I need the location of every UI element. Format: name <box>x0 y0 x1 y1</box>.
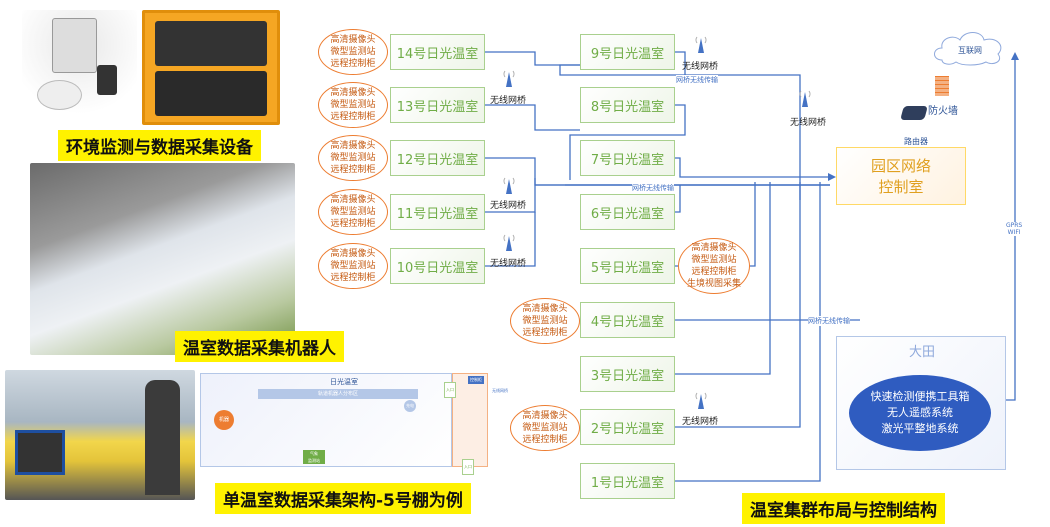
schema-title: 日光温室 <box>330 378 358 386</box>
antenna-icon <box>695 392 707 409</box>
schema-dock: 充电 <box>404 400 416 412</box>
operator-photo <box>5 370 195 500</box>
schema-cabinet: 控制柜 <box>468 376 484 384</box>
greenhouse-4[interactable]: 4号日光温室 <box>580 302 675 338</box>
schema-rail: 轨道机器人分布区 <box>258 389 418 399</box>
bridge-label: 无线网桥 <box>682 62 719 72</box>
greenhouse-5[interactable]: 5号日光温室 <box>580 248 675 284</box>
equipment-ellipse: 高清摄像头微型监测站远程控制柜 <box>318 135 388 181</box>
schema-station: 气象监测站 <box>303 450 325 464</box>
robot-caption: 温室数据采集机器人 <box>175 331 344 362</box>
greenhouse-3[interactable]: 3号日光温室 <box>580 356 675 392</box>
equipment-ellipse: 高清摄像头微型监测站远程控制柜 <box>318 29 388 75</box>
internet-label: 互联网 <box>958 46 982 55</box>
greenhouse-11[interactable]: 11号日光温室 <box>390 194 485 230</box>
equipment-ellipse: 高清摄像头微型监测站远程控制柜 <box>318 189 388 235</box>
greenhouse-8[interactable]: 8号日光温室 <box>580 87 675 123</box>
greenhouse-6[interactable]: 6号日光温室 <box>580 194 675 230</box>
single-greenhouse-schema: 日光温室 轨道机器人分布区 充电 机器 气象监测站 入口 入口 控制柜 无线网桥 <box>200 373 508 475</box>
greenhouse-14[interactable]: 14号日光温室 <box>390 34 485 70</box>
schema-entrance-2: 入口 <box>462 459 474 475</box>
antenna-icon <box>503 70 515 87</box>
greenhouse-2[interactable]: 2号日光温室 <box>580 409 675 445</box>
single-caption: 单温室数据采集架构-5号棚为例 <box>215 483 471 514</box>
equipment-ellipse-2: 高清摄像头微型监测站远程控制柜 <box>510 405 580 451</box>
devices-caption: 环境监测与数据采集设备 <box>58 130 261 161</box>
greenhouse-13[interactable]: 13号日光温室 <box>390 87 485 123</box>
router-label: 路由器 <box>904 137 928 146</box>
greenhouse-10[interactable]: 10号日光温室 <box>390 248 485 284</box>
schema-bridge: 无线网桥 <box>492 388 508 393</box>
equipment-ellipse: 高清摄像头微型监测站远程控制柜 <box>318 243 388 289</box>
greenhouse-1[interactable]: 1号日光温室 <box>580 463 675 499</box>
bridge-label: 无线网桥 <box>490 201 527 211</box>
monitoring-device-photo <box>22 10 137 125</box>
firewall-icon <box>935 76 949 96</box>
schema-entrance-1: 入口 <box>444 382 456 398</box>
bridge-label: 无线网桥 <box>490 96 527 106</box>
transfer-label: 网桥无线传输 <box>808 316 850 326</box>
greenhouse-robot-photo <box>30 163 295 355</box>
antenna-icon <box>799 90 811 107</box>
equipment-ellipse-4: 高清摄像头微型监测站远程控制柜 <box>510 298 580 344</box>
equipment-ellipse-5: 高清摄像头微型监测站远程控制柜生境视图采集 <box>678 238 750 294</box>
schema-machine: 机器 <box>214 410 234 430</box>
greenhouse-12[interactable]: 12号日光温室 <box>390 140 485 176</box>
equipment-ellipse: 高清摄像头微型监测站远程控制柜 <box>318 82 388 128</box>
antenna-icon <box>503 177 515 194</box>
antenna-icon <box>503 234 515 251</box>
antenna-icon <box>695 36 707 53</box>
greenhouse-9[interactable]: 9号日光温室 <box>580 34 675 70</box>
transfer-label: 网桥无线传输 <box>676 75 718 85</box>
cluster-caption: 温室集群布局与控制结构 <box>742 493 945 524</box>
bridge-label: 无线网桥 <box>682 417 719 427</box>
internet-cloud-icon <box>934 32 1002 66</box>
field-systems: 快速检测便携工具箱无人遥感系统激光平整地系统 <box>849 375 991 451</box>
bridge-label: 无线网桥 <box>490 259 527 269</box>
park-control-room[interactable]: 园区网络控制室 <box>836 147 966 205</box>
field-box[interactable]: 大田 快速检测便携工具箱无人遥感系统激光平整地系统 <box>836 336 1006 470</box>
field-title: 大田 <box>909 345 936 360</box>
greenhouse-7[interactable]: 7号日光温室 <box>580 140 675 176</box>
transfer-label: 网桥无线传输 <box>632 183 674 193</box>
bridge-label: 无线网桥 <box>790 118 827 128</box>
toolbox-photo <box>142 10 280 125</box>
router-icon <box>900 106 928 120</box>
firewall-label: 防火墙 <box>928 106 958 117</box>
